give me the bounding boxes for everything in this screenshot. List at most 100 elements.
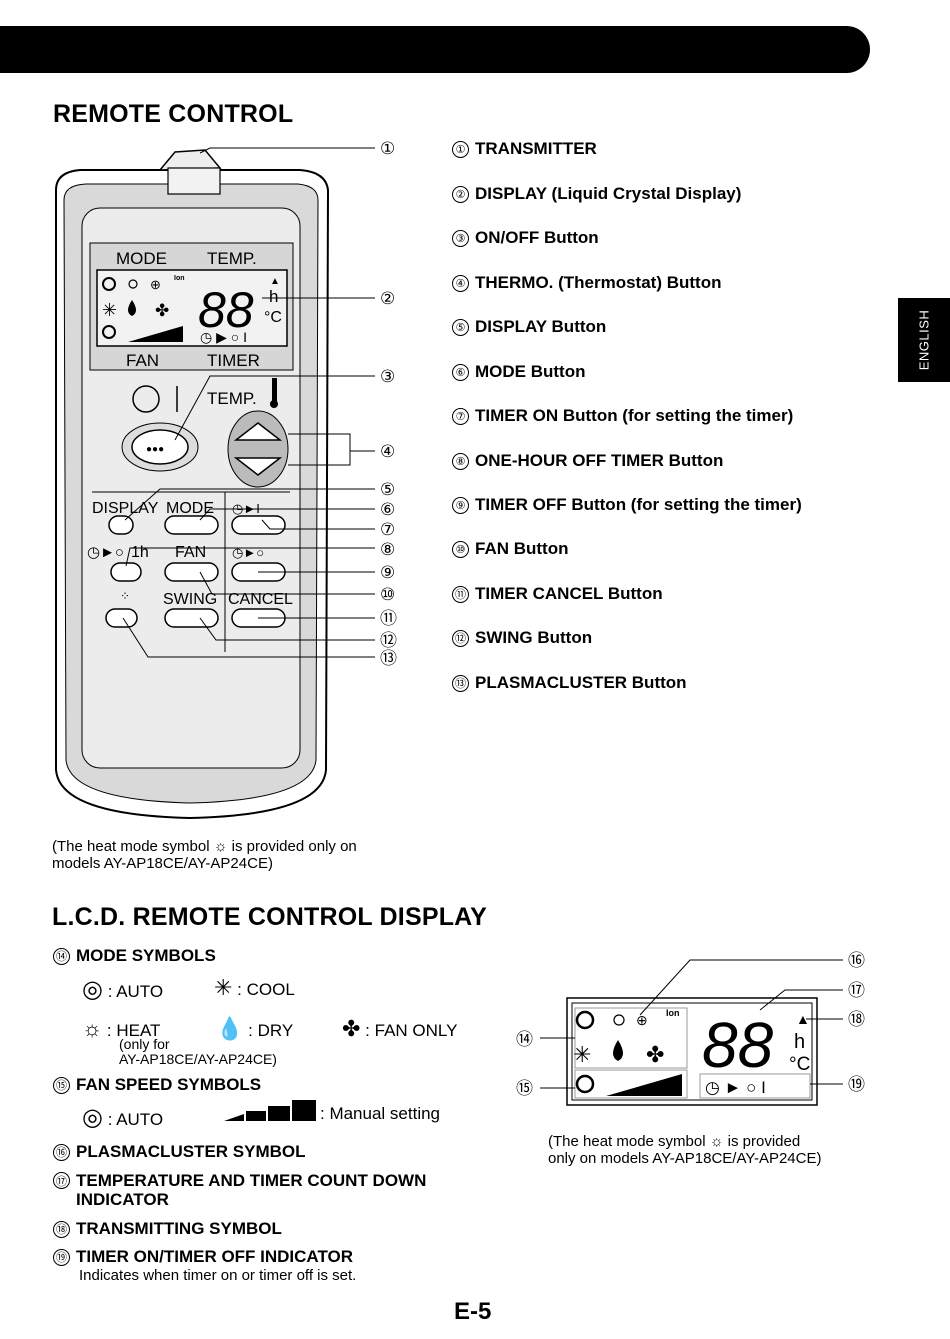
mode-heat: ☼ : HEAT [82, 1016, 161, 1041]
callout-6: ⑥ [380, 500, 395, 519]
plasmacluster-icon: ⊕ [636, 1012, 648, 1028]
callout-5: ⑤ [380, 480, 395, 499]
callout-3: ③ [380, 367, 395, 386]
cool-icon: ✳ [573, 1042, 591, 1067]
timer-indicator-desc: Indicates when timer on or timer off is … [79, 1267, 357, 1284]
callout-13: ⑬ [380, 649, 397, 668]
heat-icon [128, 279, 138, 289]
mode-cool: ✳ : COOL [214, 975, 295, 1000]
diagram-callout-16: ⑯ [848, 951, 865, 970]
lcd-celsius: °C [264, 309, 282, 326]
diagram-callout-19: ⑲ [848, 1075, 865, 1094]
fan-button-label: FAN [175, 544, 206, 561]
cool-icon: ✳ [214, 975, 233, 1000]
temp-up-button[interactable] [233, 422, 283, 441]
fan-only-icon: ✤ [155, 301, 169, 320]
lcd-label-fan: FAN [126, 351, 159, 370]
mode-dry: 💧 : DRY [216, 1016, 294, 1041]
lcd-label-mode: MODE [116, 249, 167, 268]
fan-button[interactable] [164, 562, 219, 582]
svg-text:●●●: ●●● [146, 444, 164, 455]
fan-speed-bars-icon [224, 1100, 316, 1121]
callout-9: ⑨ [380, 563, 395, 582]
one-hour-label: 1h [131, 544, 149, 561]
fan-speed-manual: : Manual setting [320, 1104, 441, 1123]
lcd-h: h [269, 287, 278, 306]
lcd-label-timer: TIMER [207, 351, 260, 370]
fan-speed-bars-icon [128, 326, 183, 342]
lcd-celsius: °C [789, 1054, 810, 1075]
fan-speed-bars-icon [606, 1074, 682, 1096]
heat-icon: ☼ [82, 1016, 103, 1041]
temp-down-button[interactable] [233, 457, 283, 476]
mode-auto: ◎ : AUTO [82, 976, 164, 1003]
lcd-h: h [794, 1031, 805, 1053]
callout-4: ④ [380, 442, 395, 461]
diagram-callout-14: ⑭ [516, 1030, 533, 1049]
heat-icon [613, 1014, 625, 1026]
mode-button[interactable] [164, 515, 219, 535]
transmit-icon: ▲ [270, 276, 280, 287]
callout-2: ② [380, 289, 395, 308]
fan-auto-icon: ◎ [82, 1104, 103, 1131]
lcd-diagram: ⊕ Ion ✳ ✤ 88 ▲ h °C ◷ ► ○ I ⑭ ⑮ ⑯ ⑰ ⑱ ⑲ [516, 951, 865, 1106]
remote-control-title: REMOTE CONTROL [53, 100, 294, 128]
lcd-digits: 88 [198, 282, 254, 338]
callout-12: ⑫ [380, 631, 397, 650]
mode-button-label: MODE [166, 500, 214, 517]
fan-speed-auto: ◎ : AUTO [82, 1104, 164, 1131]
lcd-heat-note: (The heat mode symbol ☼ is provided only… [548, 1133, 822, 1167]
timer-on-button[interactable] [231, 515, 286, 535]
callout-1: ① [380, 139, 395, 158]
svg-text:◷►○: ◷►○ [87, 544, 124, 561]
plasmacluster-button[interactable] [105, 608, 138, 628]
ion-label: Ion [666, 1008, 680, 1018]
diagram-callout-18: ⑱ [848, 1010, 865, 1029]
diagram-callout-17: ⑰ [848, 981, 865, 1000]
auto-mode-icon [575, 1010, 595, 1030]
auto-mode-icon: ◎ [82, 976, 103, 1003]
swing-button-label: SWING [163, 591, 217, 608]
timer-icons: ◷ ► ○ I [705, 1078, 766, 1097]
dry-icon [613, 1040, 623, 1061]
diagram-callout-15: ⑮ [516, 1079, 533, 1098]
language-tab: ENGLISH [898, 298, 950, 382]
cool-icon: ✳ [102, 300, 117, 320]
on-off-button[interactable] [131, 429, 189, 465]
lcd-label-temp: TEMP. [207, 249, 257, 268]
one-hour-timer-button[interactable] [110, 562, 142, 582]
lcd-digits: 88 [702, 1009, 774, 1081]
remote-heat-note: (The heat mode symbol ☼ is provided only… [52, 838, 357, 872]
swing-button[interactable] [164, 608, 219, 628]
transmit-icon: ▲ [796, 1011, 810, 1027]
heat-icon: ☼ [213, 838, 228, 855]
svg-text:◷►○: ◷►○ [232, 545, 264, 560]
fan-only-icon: ✤ [342, 1016, 361, 1041]
display-button-label: DISPLAY [92, 500, 159, 517]
ion-label: Ion [174, 275, 185, 282]
cancel-button-label: CANCEL [228, 591, 293, 608]
fan-auto-icon [102, 325, 116, 339]
header-bar [0, 26, 870, 73]
display-button[interactable] [108, 515, 134, 535]
svg-text:⁘: ⁘ [120, 589, 130, 603]
callout-8: ⑧ [380, 540, 395, 559]
fan-auto-icon [575, 1074, 595, 1094]
